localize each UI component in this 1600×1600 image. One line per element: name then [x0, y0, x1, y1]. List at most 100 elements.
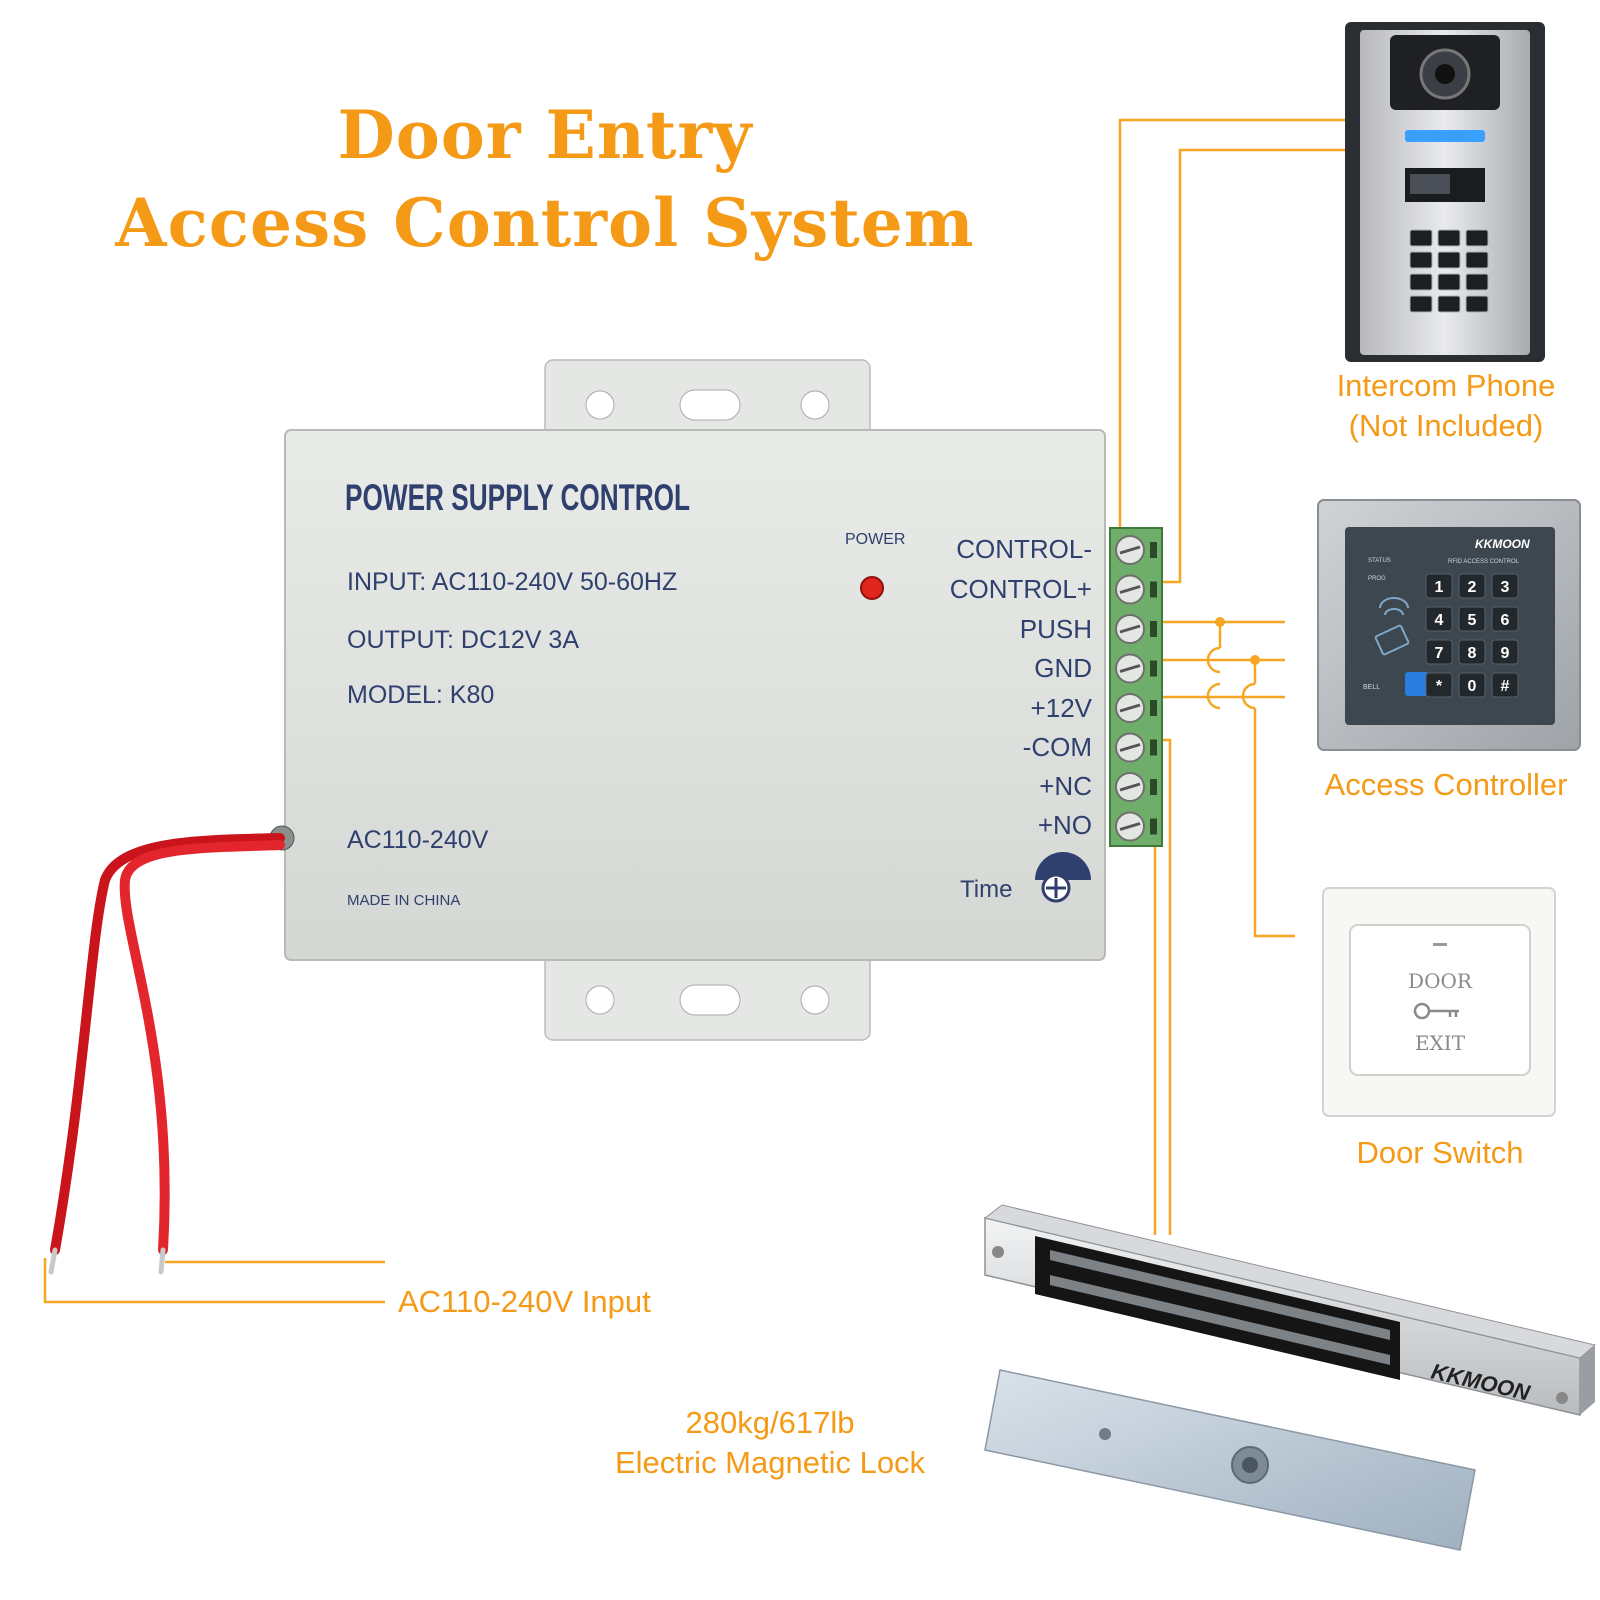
terminal-socket	[1150, 739, 1157, 756]
keypad-key	[1425, 639, 1453, 665]
terminal-socket	[1150, 581, 1157, 598]
terminal-label: +NO	[1038, 810, 1092, 840]
wire-control-plus	[1130, 148, 1345, 584]
terminal-socket	[1150, 818, 1157, 835]
terminal-block	[1109, 527, 1163, 847]
access-controller: KKMOON RFID ACCESS CONTROL STATUS PROG B…	[1317, 499, 1581, 751]
rfid-icon	[1374, 597, 1410, 656]
keypad-key	[1491, 639, 1519, 665]
callouts: Intercom Phone (Not Included) Access Con…	[398, 368, 1567, 1480]
keypad-key-label: 9	[1501, 645, 1510, 662]
power-led-label: POWER	[845, 531, 905, 548]
keypad-key	[1458, 606, 1486, 632]
screw-slot	[1119, 585, 1141, 594]
keypad-key	[1458, 672, 1486, 698]
controller-keypad: 1 2 3 4 5 6 7 8 9 * 0 #	[1425, 573, 1519, 698]
terminal-socket	[1150, 542, 1157, 558]
keypad-key	[1458, 573, 1486, 599]
terminal-label: +12V	[1031, 693, 1093, 723]
terminal-label: GND	[1034, 653, 1092, 683]
terminal-label: CONTROL-	[956, 534, 1092, 564]
intercom-key	[1465, 295, 1489, 313]
intercom-key	[1409, 229, 1433, 247]
ac-cable	[48, 833, 285, 1275]
intercom-key	[1437, 251, 1461, 269]
keypad-key-label: 3	[1501, 579, 1510, 596]
psu-input: INPUT: AC110-240V 50-60HZ	[347, 568, 677, 596]
psu-body	[284, 429, 1106, 961]
power-supply-unit: POWER SUPPLY CONTROL INPUT: AC110-240V 5…	[269, 359, 1163, 1041]
intercom-key	[1409, 251, 1433, 269]
bell-label: BELL	[1363, 684, 1380, 691]
psu-output: OUTPUT: DC12V 3A	[347, 626, 579, 654]
intercom-key	[1465, 273, 1489, 291]
intercom-key	[1437, 295, 1461, 313]
terminal-socket	[1150, 660, 1157, 677]
screw-slot	[1119, 782, 1141, 792]
switch-door-text: DOOR	[1408, 969, 1473, 993]
terminal-label: CONTROL+	[950, 574, 1092, 604]
intercom-label-note: (Not Included)	[1349, 408, 1544, 443]
intercom-keypad	[1409, 229, 1489, 313]
keypad-key-label: 4	[1435, 612, 1444, 629]
keypad-key	[1491, 573, 1519, 599]
controller-prog: PROG	[1368, 576, 1386, 582]
screw-slot	[1119, 822, 1141, 831]
screw-slot	[1119, 545, 1141, 555]
terminal-socket	[1150, 700, 1157, 716]
terminal-labels: CONTROL- CONTROL+ PUSH GND +12V -COM +NC…	[950, 534, 1093, 840]
psu-model: MODEL: K80	[347, 681, 494, 709]
keypad-key-label: 1	[1435, 579, 1444, 596]
psu-made-in: MADE IN CHINA	[347, 892, 460, 909]
intercom-label: Intercom Phone	[1337, 368, 1556, 403]
controller-brand: KKMOON	[1475, 537, 1530, 551]
door-switch-label: Door Switch	[1356, 1135, 1523, 1170]
terminal-socket	[1150, 779, 1157, 795]
wire-bridge-1	[1206, 646, 1256, 710]
access-controller-label: Access Controller	[1325, 767, 1568, 802]
ac-input-label: AC110-240V Input	[398, 1284, 651, 1319]
keypad-key-label: 0	[1468, 678, 1477, 695]
intercom-key	[1409, 295, 1433, 313]
screw-slot	[1119, 664, 1141, 673]
keypad-key-label: #	[1501, 678, 1510, 695]
wire-gnd-to-switch	[1253, 660, 1295, 938]
power-led	[860, 576, 884, 600]
keypad-key-label: 8	[1468, 645, 1477, 662]
door-exit-switch: DOOR EXIT	[1322, 887, 1556, 1117]
keypad-key-label: 5	[1468, 612, 1477, 629]
terminal-socket	[1150, 621, 1157, 637]
keypad-key	[1458, 639, 1486, 665]
keypad-key	[1491, 672, 1519, 698]
keypad-key	[1425, 672, 1453, 698]
keypad-key	[1425, 573, 1453, 599]
keypad-key-label: 6	[1501, 612, 1510, 629]
key-icon	[1413, 1002, 1459, 1020]
controller-status: STATUS	[1368, 558, 1391, 564]
keypad-key	[1491, 606, 1519, 632]
mag-lock-label-1: 280kg/617lb	[686, 1405, 855, 1440]
mag-lock-label-2: Electric Magnetic Lock	[615, 1445, 926, 1480]
intercom-key	[1409, 273, 1433, 291]
keypad-key-label: 7	[1435, 645, 1444, 662]
switch-exit-text: EXIT	[1415, 1031, 1466, 1055]
time-label: Time	[960, 876, 1012, 903]
keypad-key-label: *	[1436, 678, 1443, 695]
intercom-key	[1437, 229, 1461, 247]
keypad-key-label: 2	[1468, 579, 1477, 596]
terminal-label: PUSH	[1020, 614, 1092, 644]
intercom-key	[1465, 251, 1489, 269]
intercom-key	[1437, 273, 1461, 291]
armature-plate	[984, 1369, 1476, 1551]
screw-slot	[1119, 703, 1141, 713]
terminal-label: -COM	[1023, 732, 1092, 762]
keypad-key	[1425, 606, 1453, 632]
controller-sub: RFID ACCESS CONTROL	[1448, 559, 1520, 565]
terminal-label: +NC	[1039, 771, 1092, 801]
screw-slot	[1119, 624, 1141, 634]
intercom-key	[1465, 229, 1489, 247]
psu-header: POWER SUPPLY CONTROL	[345, 477, 690, 518]
wire-control-minus	[1118, 118, 1345, 544]
screw-slot	[1119, 743, 1141, 752]
